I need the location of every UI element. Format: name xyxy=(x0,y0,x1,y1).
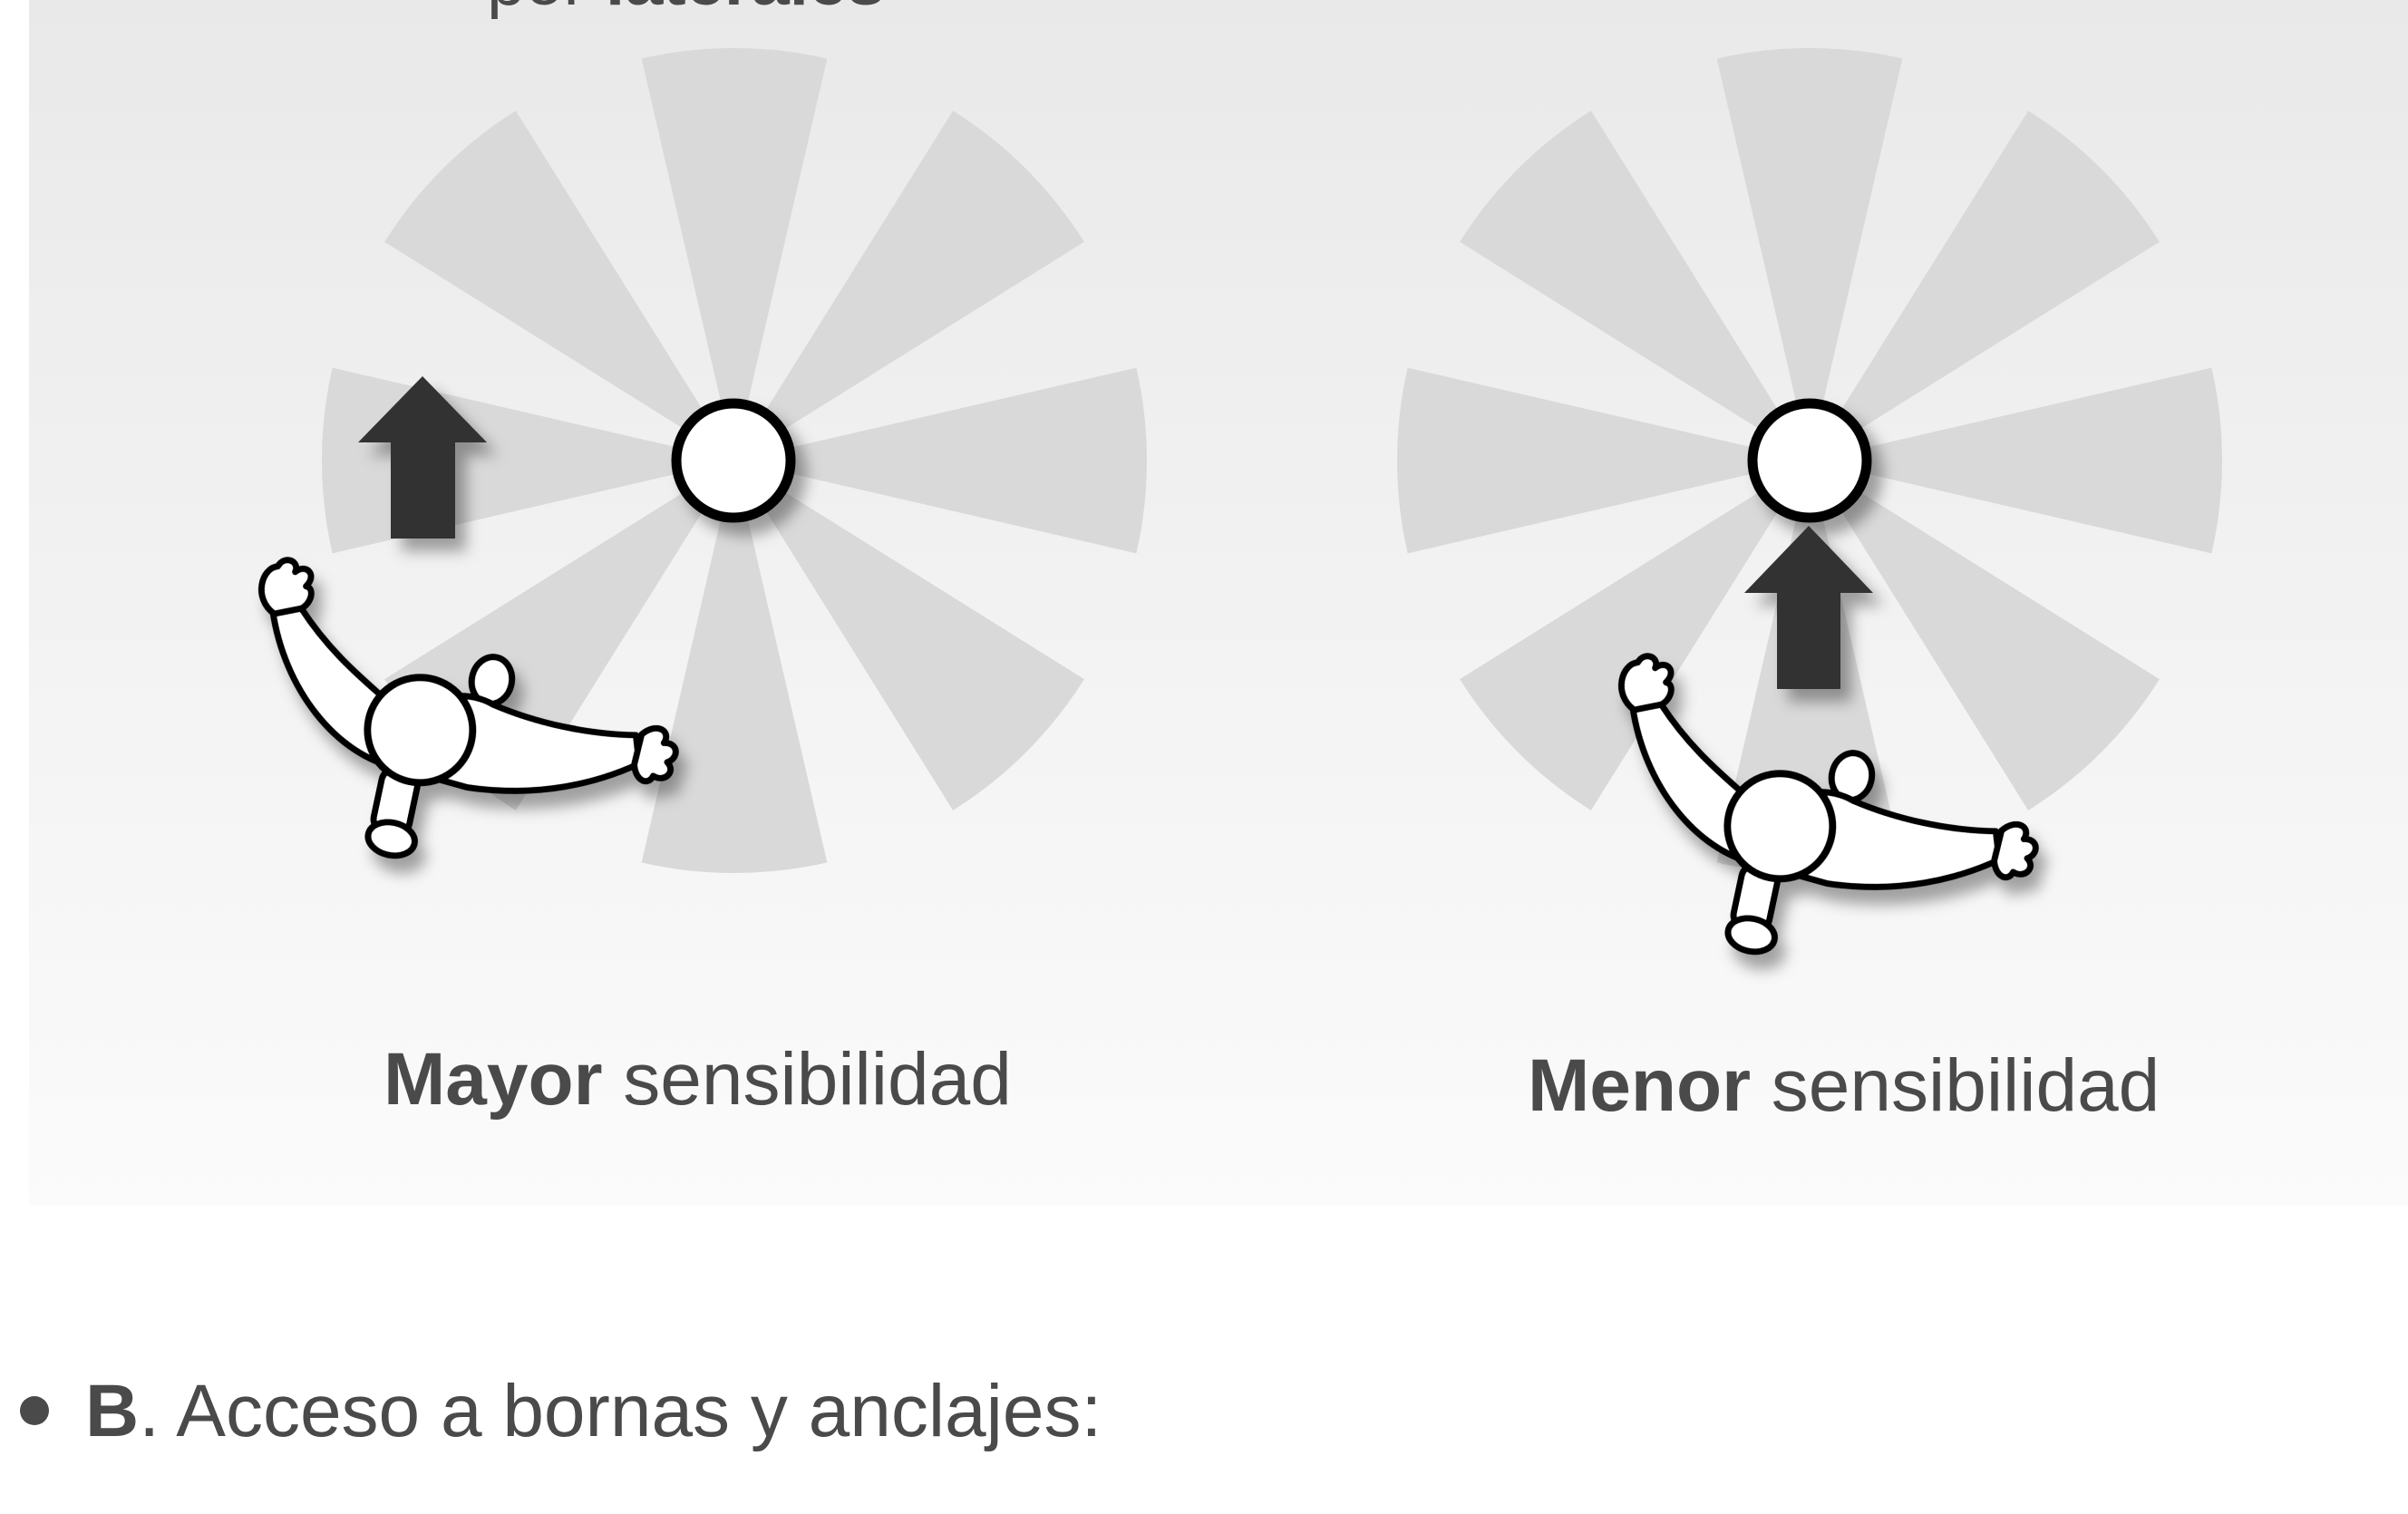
arrow-up-icon-right xyxy=(1744,526,1873,689)
rose-left-sector-2 xyxy=(734,367,1147,554)
bullet-dot-icon xyxy=(20,1396,49,1426)
caption-left-rest: sensibilidad xyxy=(602,1038,1012,1121)
clipped-heading-regular: por xyxy=(487,0,606,20)
rose-right-sector-5 xyxy=(1460,461,1810,810)
rose-right-sector-0 xyxy=(1716,47,1903,461)
rose-left-sector-1 xyxy=(734,111,1084,461)
rose-right-sector-3 xyxy=(1810,461,2160,810)
rose-right-sector-2 xyxy=(1810,367,2223,554)
rose-left-sector-0 xyxy=(641,47,828,461)
skydiver-icon-right xyxy=(1617,653,2039,956)
caption-lower-sensitivity: Menor sensibilidad xyxy=(1528,1049,2160,1123)
caption-higher-sensitivity: Mayor sensibilidad xyxy=(384,1043,1012,1117)
rose-right-sector-6 xyxy=(1397,367,1810,554)
bullet-label-rest: . Acceso a bornas y anclajes: xyxy=(139,1370,1102,1452)
rose-left-sector-4 xyxy=(641,461,828,873)
clipped-heading: por laterales xyxy=(487,0,885,16)
caption-right-rest: sensibilidad xyxy=(1751,1044,2160,1127)
rose-right-sector-7 xyxy=(1460,111,1810,461)
caption-left-bold: Mayor xyxy=(384,1038,603,1121)
bullet-label-bold: B xyxy=(85,1370,140,1452)
bullet-item-b: B. Acceso a bornas y anclajes: xyxy=(20,1371,1102,1452)
rose-left-sector-3 xyxy=(734,461,1084,810)
target-circle-left xyxy=(671,398,796,523)
target-circle-right xyxy=(1747,398,1872,523)
sector-rose-right xyxy=(1397,47,2223,873)
skydiver-icon-left xyxy=(257,557,679,859)
caption-right-bold: Menor xyxy=(1528,1044,1751,1127)
rose-right-sector-1 xyxy=(1810,111,2160,461)
clipped-heading-bold: laterales xyxy=(606,0,885,20)
arrow-up-icon-left xyxy=(358,376,487,539)
rose-left-sector-7 xyxy=(384,111,734,461)
